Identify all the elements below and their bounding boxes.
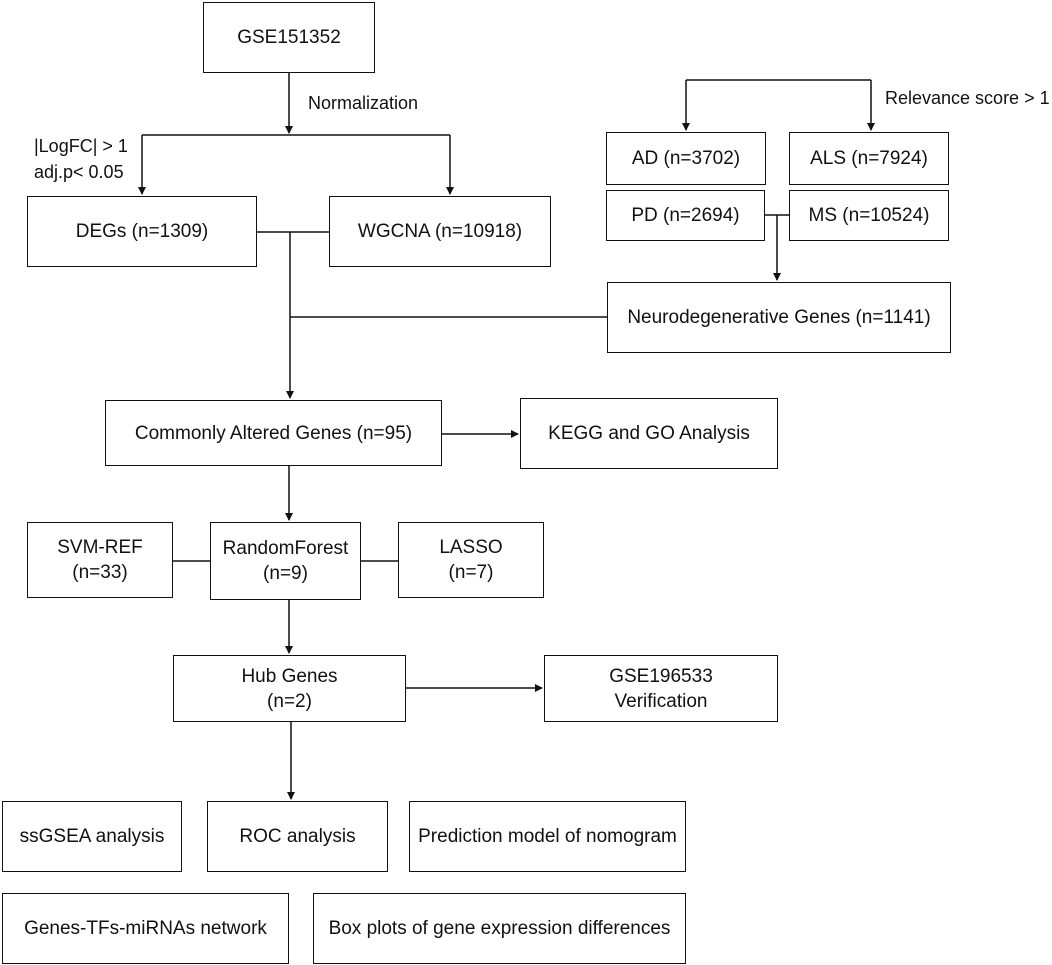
node-svm-ref-label-1: SVM-REF [57,537,143,558]
label-normalization: Normalization [308,93,419,113]
node-lasso-label-1: LASSO [439,537,503,558]
node-ssgsea-label: ssGSEA analysis [19,826,165,847]
node-ms: MS (n=10524) [789,190,949,241]
node-svm-ref: SVM-REF (n=33) [27,522,173,598]
node-lasso-label-2: (n=7) [448,562,494,583]
node-gse151352: GSE151352 [203,2,375,73]
node-ms-label: MS (n=10524) [808,205,930,226]
label-relevance: Relevance score > 1 [885,88,1050,108]
node-gse196533-label-2: Verification [614,690,708,712]
node-kegg-go: KEGG and GO Analysis [520,398,778,469]
node-ad: AD (n=3702) [606,132,766,185]
node-randomforest: RandomForest (n=9) [210,522,361,600]
node-ad-label: AD (n=3702) [631,148,741,169]
node-als-label: ALS (n=7924) [810,148,928,169]
node-degs-label: DEGs (n=1309) [75,221,209,242]
node-common-genes: Commonly Altered Genes (n=95) [105,400,442,466]
node-hub-genes: Hub Genes (n=2) [173,655,406,722]
node-wgcna: WGCNA (n=10918) [329,196,551,267]
node-degs: DEGs (n=1309) [27,196,257,267]
node-neurodegenerative: Neurodegenerative Genes (n=1141) [607,282,951,353]
node-common-genes-label: Commonly Altered Genes (n=95) [134,422,413,444]
node-network: Genes-TFs-miRNAs network [2,893,289,964]
node-nomogram: Prediction model of nomogram [409,801,686,872]
node-gse196533: GSE196533 Verification [544,655,778,722]
node-roc-label: ROC analysis [239,826,356,847]
node-boxplots-label: Box plots of gene expression differences [328,918,671,939]
node-network-label: Genes-TFs-miRNAs network [24,918,267,939]
node-kegg-go-label: KEGG and GO Analysis [548,423,750,444]
node-lasso: LASSO (n=7) [398,522,544,598]
node-hub-genes-label-2: (n=2) [267,690,312,712]
node-gse196533-label-1: GSE196533 [609,665,713,687]
node-roc: ROC analysis [207,801,388,872]
node-pd-label: PD (n=2694) [631,205,740,226]
label-logfc: |LogFC| > 1 [34,136,128,156]
node-boxplots: Box plots of gene expression differences [313,893,686,964]
node-nomogram-label: Prediction model of nomogram [418,826,677,847]
node-hub-genes-label-1: Hub Genes [241,665,338,687]
node-gse151352-label: GSE151352 [237,27,341,48]
node-randomforest-label-1: RandomForest [222,538,349,559]
node-pd: PD (n=2694) [606,190,765,241]
node-als: ALS (n=7924) [789,132,949,185]
node-wgcna-label: WGCNA (n=10918) [357,221,523,242]
node-neurodegenerative-label: Neurodegenerative Genes (n=1141) [627,307,931,328]
label-adjp: adj.p< 0.05 [34,162,124,182]
node-svm-ref-label-2: (n=33) [72,562,128,583]
node-ssgsea: ssGSEA analysis [2,801,182,872]
node-randomforest-label-2: (n=9) [263,563,308,584]
